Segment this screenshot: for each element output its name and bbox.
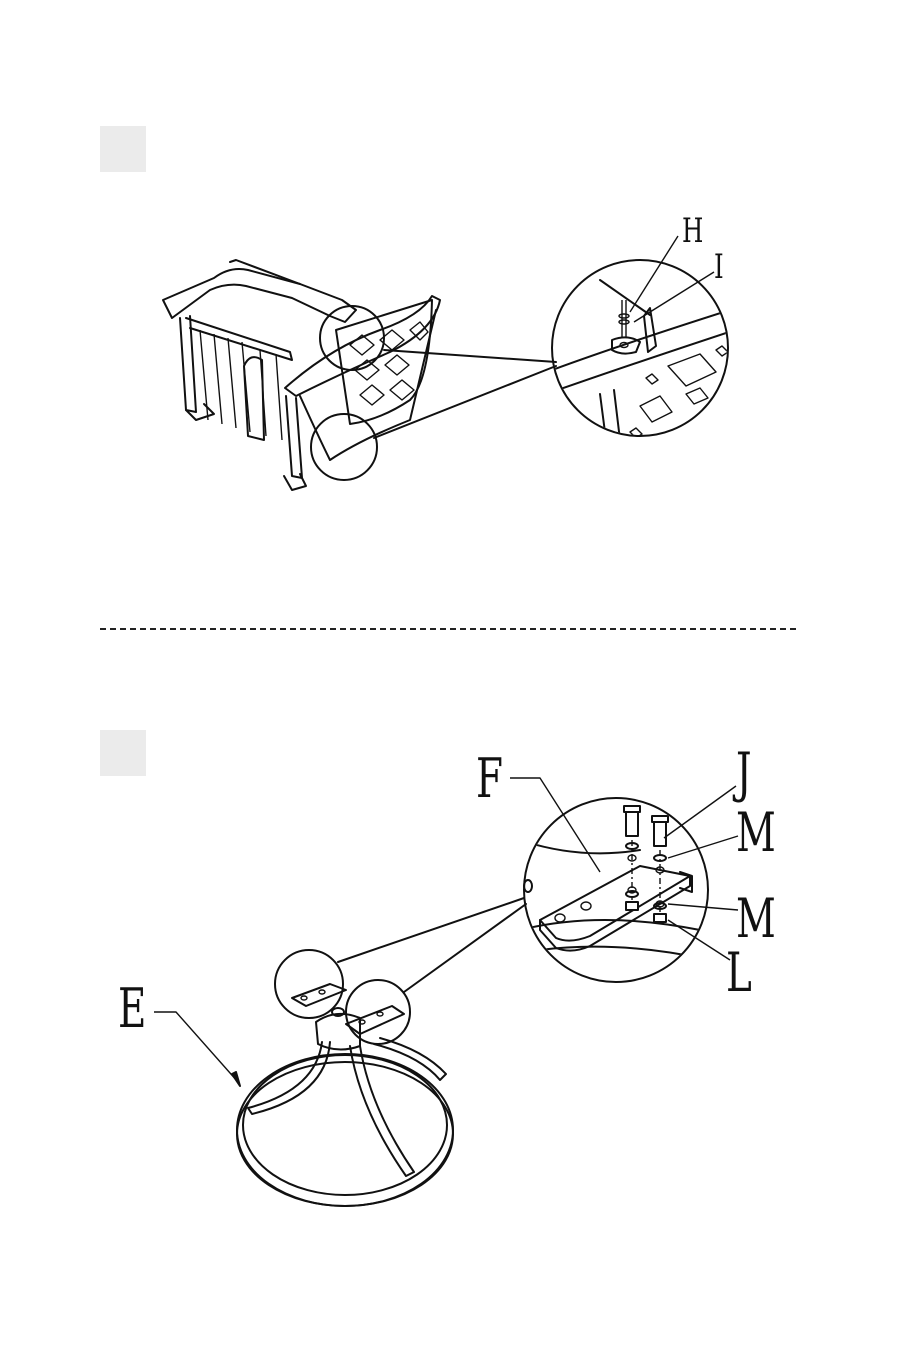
- callout-J: J: [736, 746, 752, 800]
- chair-frame-drawing: [163, 260, 440, 490]
- callout-M-lower: M: [736, 892, 776, 946]
- callout-I: I: [714, 250, 724, 284]
- step-1-detail-inset: [552, 260, 735, 440]
- step-1-diagram: [0, 0, 914, 620]
- callout-M-upper: M: [736, 806, 776, 860]
- callout-F: F: [476, 752, 503, 806]
- base-ring-drawing: [237, 950, 453, 1206]
- callout-E: E: [118, 982, 146, 1036]
- step-2-detail-inset: [520, 798, 710, 982]
- section-divider: [100, 628, 796, 630]
- callout-L: L: [726, 946, 752, 1000]
- callout-H: H: [682, 214, 703, 248]
- step-2-box: [100, 730, 146, 776]
